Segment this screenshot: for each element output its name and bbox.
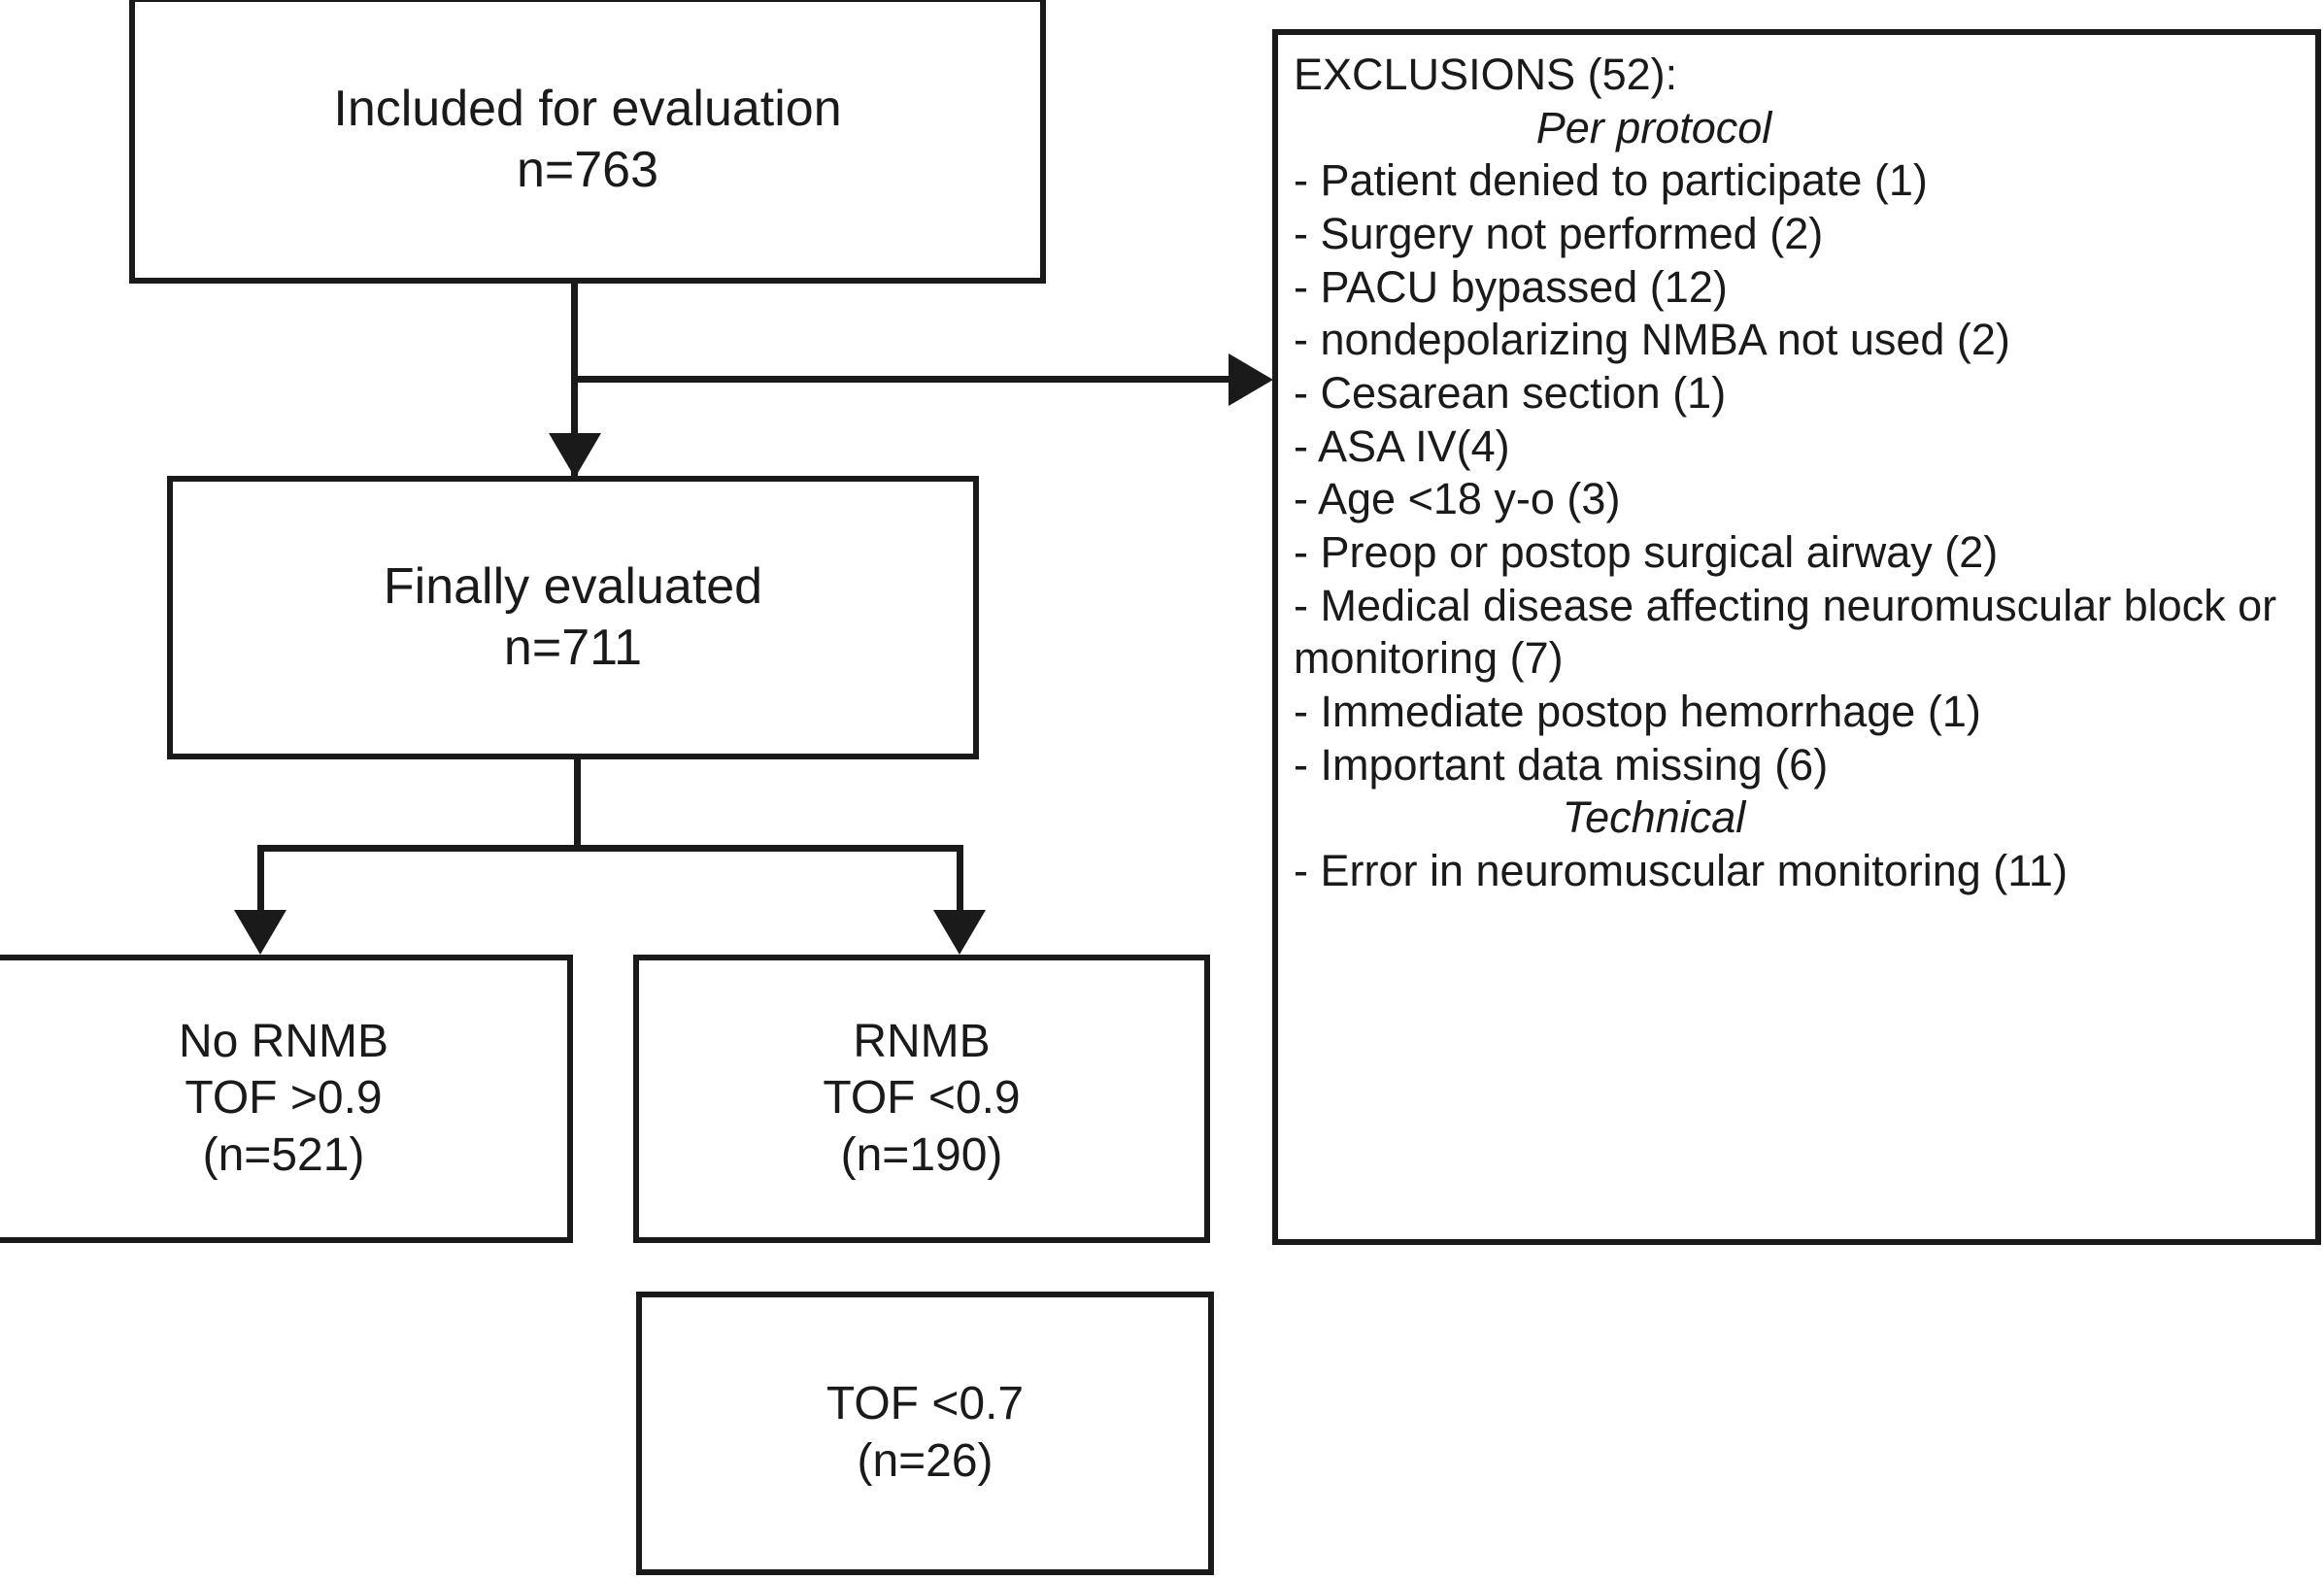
exclusions-item: - PACU bypassed (12) (1294, 261, 1728, 312)
connector-branch-right-vertical (957, 845, 963, 916)
node-tof-less-than-0-7: TOF <0.7 (n=26) (636, 1292, 1214, 1575)
exclusions-item: - Patient denied to participate (1) (1294, 155, 1928, 206)
exclusions-item: - Surgery not performed (2) (1294, 209, 1824, 259)
exclusions-item: - Preop or postop surgical airway (2) (1294, 527, 1999, 578)
exclusions-subheading-per-protocol: Per protocol (1535, 102, 1772, 152)
node-included-line2: n=763 (516, 142, 659, 198)
connector-to-exclusions-horizontal (574, 376, 1234, 383)
node-rnmb-line1: RNMB (853, 1015, 991, 1067)
exclusions-item: - Cesarean section (1) (1294, 368, 1727, 419)
connector-finally-stem-vertical (574, 759, 581, 852)
exclusions-title: EXCLUSIONS (52): (1294, 50, 1678, 99)
node-tof07-line1: TOF <0.7 (825, 1378, 1025, 1430)
node-no-rnmb-line2: TOF >0.9 (185, 1072, 383, 1125)
node-included-line1: Included for evaluation (333, 80, 842, 137)
exclusions-item: - Important data missing (6) (1294, 739, 1829, 790)
arrowhead-to-exclusions (1229, 353, 1273, 406)
node-rnmb: RNMB TOF <0.9 (n=190) (633, 955, 1210, 1243)
exclusions-item: - Immediate postop hemorrhage (1) (1294, 687, 1981, 737)
connector-branch-left-vertical (257, 845, 264, 916)
node-included-for-evaluation: Included for evaluation n=763 (129, 0, 1046, 284)
node-finally-line1: Finally evaluated (383, 557, 763, 615)
node-rnmb-line3: (n=190) (840, 1128, 1003, 1181)
node-tof07-line2: (n=26) (857, 1435, 994, 1487)
node-exclusions-panel: EXCLUSIONS (52): Per protocol - Patient … (1272, 29, 2321, 1245)
exclusions-subheading-technical: Technical (1562, 792, 1746, 843)
arrowhead-to-no-rnmb (234, 910, 286, 955)
node-rnmb-line2: TOF <0.9 (823, 1072, 1021, 1125)
node-no-rnmb-line1: No RNMB (178, 1015, 389, 1067)
node-finally-line2: n=711 (503, 620, 643, 676)
exclusions-item: - Age <18 y-o (3) (1294, 474, 1621, 524)
node-finally-evaluated: Finally evaluated n=711 (167, 476, 979, 759)
connector-split-horizontal (257, 845, 963, 852)
exclusions-item: - Medical disease affecting neuromuscula… (1294, 580, 2277, 684)
arrowhead-to-rnmb (933, 910, 986, 955)
node-no-rnmb: No RNMB TOF >0.9 (n=521) (0, 955, 573, 1243)
exclusions-item: - Error in neuromuscular monitoring (11) (1294, 846, 2068, 896)
node-no-rnmb-line3: (n=521) (202, 1128, 365, 1181)
exclusions-item: - ASA IV(4) (1294, 420, 1510, 471)
exclusions-item: - nondepolarizing NMBA not used (2) (1294, 315, 2010, 365)
arrowhead-to-finally-evaluated (549, 433, 601, 478)
